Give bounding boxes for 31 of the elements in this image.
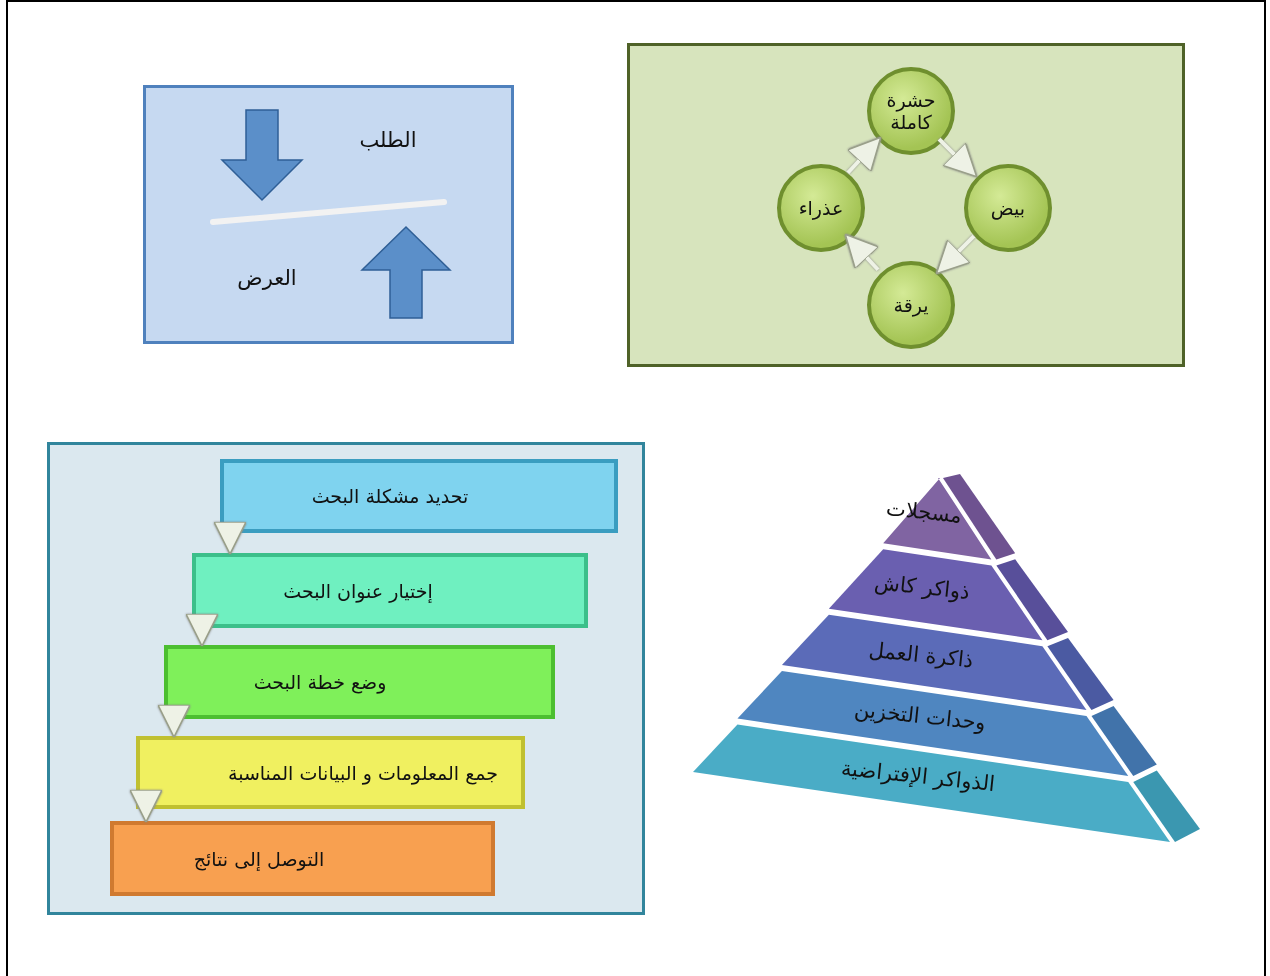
steps-panel	[47, 442, 645, 915]
step-box	[192, 553, 588, 628]
stage-circle: بيض	[964, 164, 1052, 252]
step-label: إختيار عنوان البحث	[283, 579, 433, 602]
stage-circle: حشرة كاملة	[867, 67, 955, 155]
arrow	[129, 789, 163, 823]
step-label: تحديد مشكلة البحث	[311, 485, 469, 507]
chart-panel	[143, 85, 514, 344]
step-label: التوصل إلى نتائج	[193, 847, 325, 870]
cycle-panel	[627, 43, 1185, 367]
step-box	[136, 736, 525, 809]
level-label: مسجلات	[885, 496, 964, 529]
label-text: الطلب	[359, 128, 417, 152]
level-label: ذاكرة العمل	[867, 637, 975, 673]
arrow	[213, 521, 247, 555]
step-label: جمع المعلومات و البيانات المناسبة	[227, 761, 499, 784]
arrow	[937, 137, 978, 178]
stage-circle: عذراء	[777, 164, 865, 252]
level-label: وحدات التخزين	[852, 697, 987, 736]
step-box	[220, 459, 618, 533]
level-label: ذواكر كاش	[873, 569, 972, 604]
arrow	[185, 613, 219, 647]
step-label: وضع خطة البحث	[253, 671, 387, 693]
arrow	[846, 136, 882, 175]
stage-circle: يرقة	[867, 261, 955, 349]
arrow	[157, 704, 191, 738]
label-text: العرض	[237, 266, 297, 290]
step-box	[110, 821, 495, 896]
level-label: الذواكر الإفتراضية	[840, 756, 997, 797]
step-box	[164, 645, 555, 719]
arrow	[935, 234, 976, 275]
